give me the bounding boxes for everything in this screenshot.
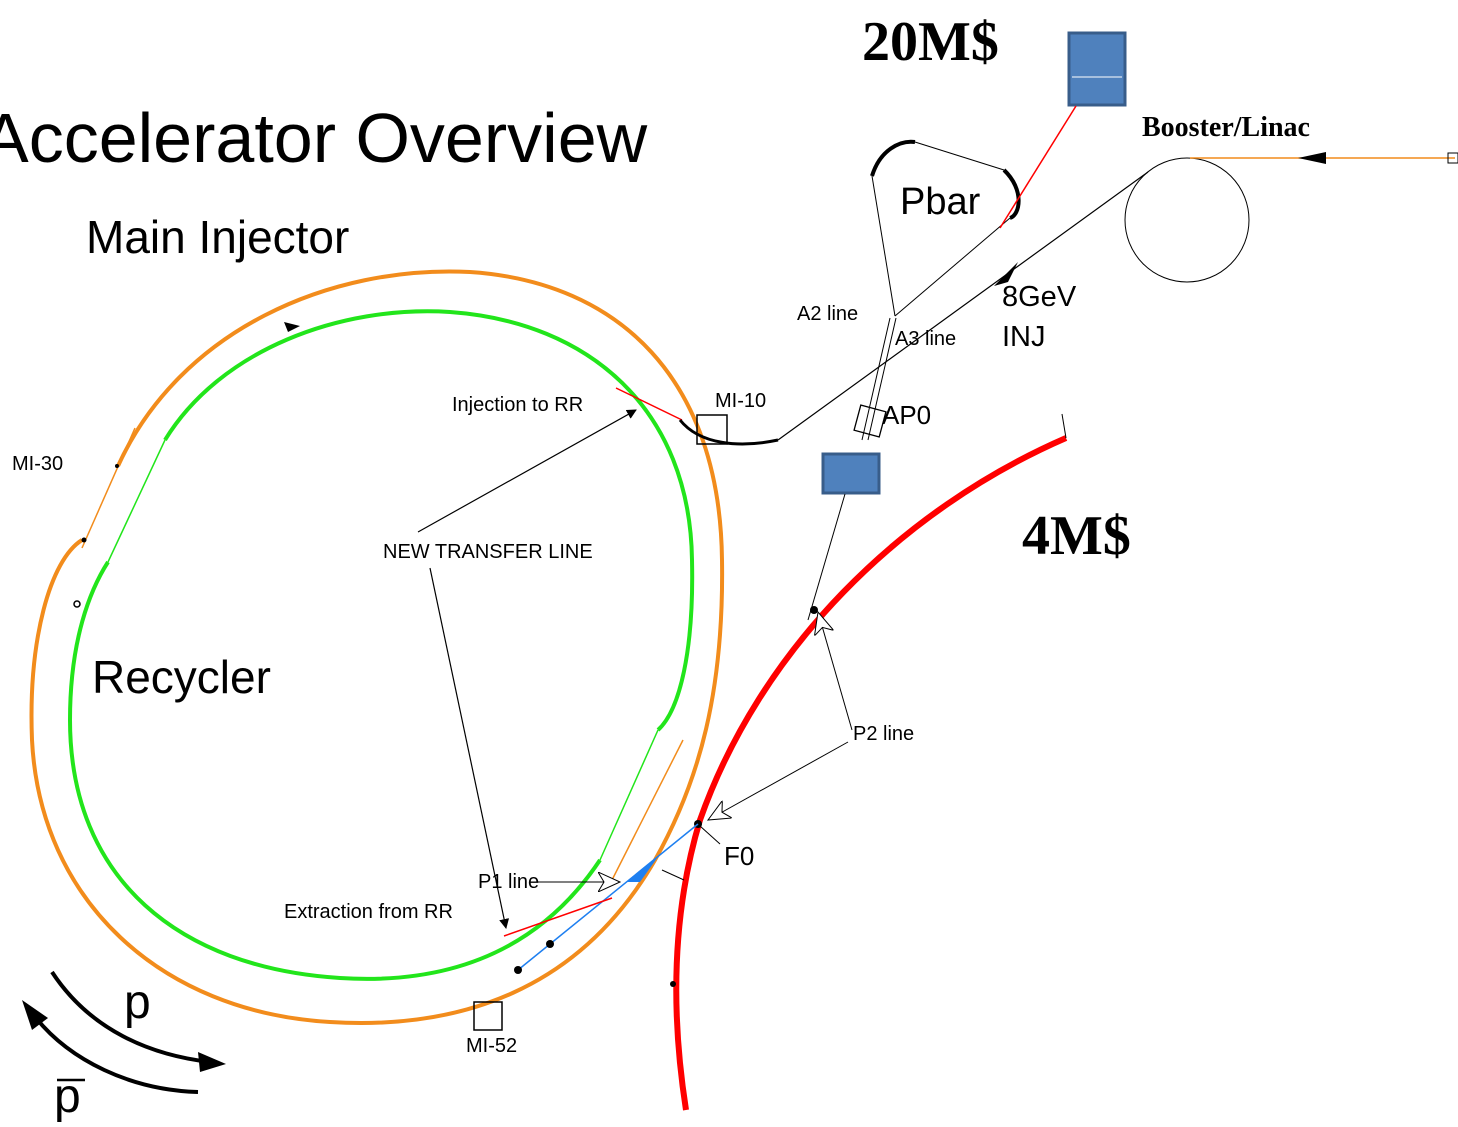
a-line-1	[861, 317, 891, 441]
antiproton-label: p	[54, 1070, 81, 1123]
p2-line-label: P2 line	[853, 723, 914, 745]
p2-arrow-down	[708, 741, 849, 820]
mi10-box	[696, 414, 728, 445]
tev-small-tick	[661, 869, 685, 881]
mi-lower-dot-1	[546, 940, 554, 948]
p1-line	[517, 823, 699, 971]
ap0-label: AP0	[882, 400, 931, 430]
booster-linac-label: Booster/Linac	[1142, 112, 1310, 143]
mi30-dot	[115, 464, 119, 468]
pbar-left-arc	[870, 139, 916, 177]
page-title: Accelerator Overview	[0, 99, 648, 177]
a3-line-label: A3 line	[895, 328, 956, 350]
pbar-left-edge	[871, 175, 896, 317]
recycler-straight	[107, 439, 166, 563]
tev-lower-dot	[670, 981, 676, 987]
mi10-injection-arc	[678, 419, 779, 446]
p2-line	[807, 493, 846, 621]
injection-line	[777, 171, 1149, 441]
linac-source-box	[1447, 152, 1458, 164]
injection-rr-label: Injection to RR	[452, 394, 583, 416]
cost-20-label: 20M$	[862, 11, 999, 73]
proton-label: p	[124, 976, 151, 1029]
upgrade-box-20	[1067, 31, 1127, 107]
ntl-arrow-down	[429, 567, 510, 929]
pbar-red-line	[999, 105, 1077, 229]
mi30-label: MI-30	[12, 453, 63, 475]
recycler-ring	[67, 309, 695, 981]
mi-lower-dot-2	[514, 966, 522, 974]
tevatron-end-tick	[1061, 413, 1067, 439]
linac-arrowhead	[1298, 152, 1326, 164]
injection-arrowhead	[994, 262, 1018, 286]
pbar-right-arc	[1002, 168, 1021, 220]
pbar-label: Pbar	[900, 181, 981, 223]
p2-junction-dot	[810, 606, 818, 614]
mi52-box	[473, 1001, 503, 1031]
p1-line-label: P1 line	[478, 871, 539, 893]
mi-left-dot	[81, 537, 87, 543]
cost-4-label: 4M$	[1022, 505, 1131, 567]
antiproton-arrowhead	[22, 1000, 48, 1030]
mi52-label: MI-52	[466, 1035, 517, 1057]
p2-arrow-up	[818, 612, 853, 731]
injection-transfer-red	[615, 387, 683, 421]
ap0-box	[853, 404, 887, 438]
a2-line-label: A2 line	[797, 303, 858, 325]
p1-arrowhead	[626, 854, 660, 882]
booster-ring	[1124, 157, 1250, 283]
main-injector-straight	[81, 427, 136, 549]
f0-tick	[699, 825, 721, 845]
inj-label: INJ	[1002, 321, 1046, 353]
a-line-2	[867, 317, 897, 441]
upgrade-box-4	[821, 452, 881, 495]
new-transfer-line-label: NEW TRANSFER LINE	[383, 541, 593, 563]
extraction-rr-label: Extraction from RR	[284, 901, 453, 923]
proton-direction-arrow	[50, 970, 211, 1064]
main-injector-straight-low	[611, 739, 684, 881]
extraction-transfer-red	[503, 897, 613, 937]
mi-top-marker	[284, 322, 300, 332]
main-injector-label: Main Injector	[86, 211, 349, 263]
proton-arrowhead	[198, 1052, 226, 1072]
mi10-label: MI-10	[715, 390, 766, 412]
recycler-label: Recycler	[92, 651, 271, 703]
ntl-arrow-up	[417, 409, 637, 533]
antiproton-direction-arrow	[34, 1016, 199, 1094]
recycler-straight-low	[599, 729, 659, 861]
tevatron-arc	[673, 435, 1068, 1111]
mi-left-ring	[73, 600, 81, 608]
main-injector-ring	[29, 269, 725, 1025]
pbar-top-edge	[914, 141, 1005, 171]
f0-label: F0	[724, 841, 754, 871]
pbar-right-edge	[894, 217, 1011, 317]
gev-label: 8GeV	[1002, 281, 1077, 313]
